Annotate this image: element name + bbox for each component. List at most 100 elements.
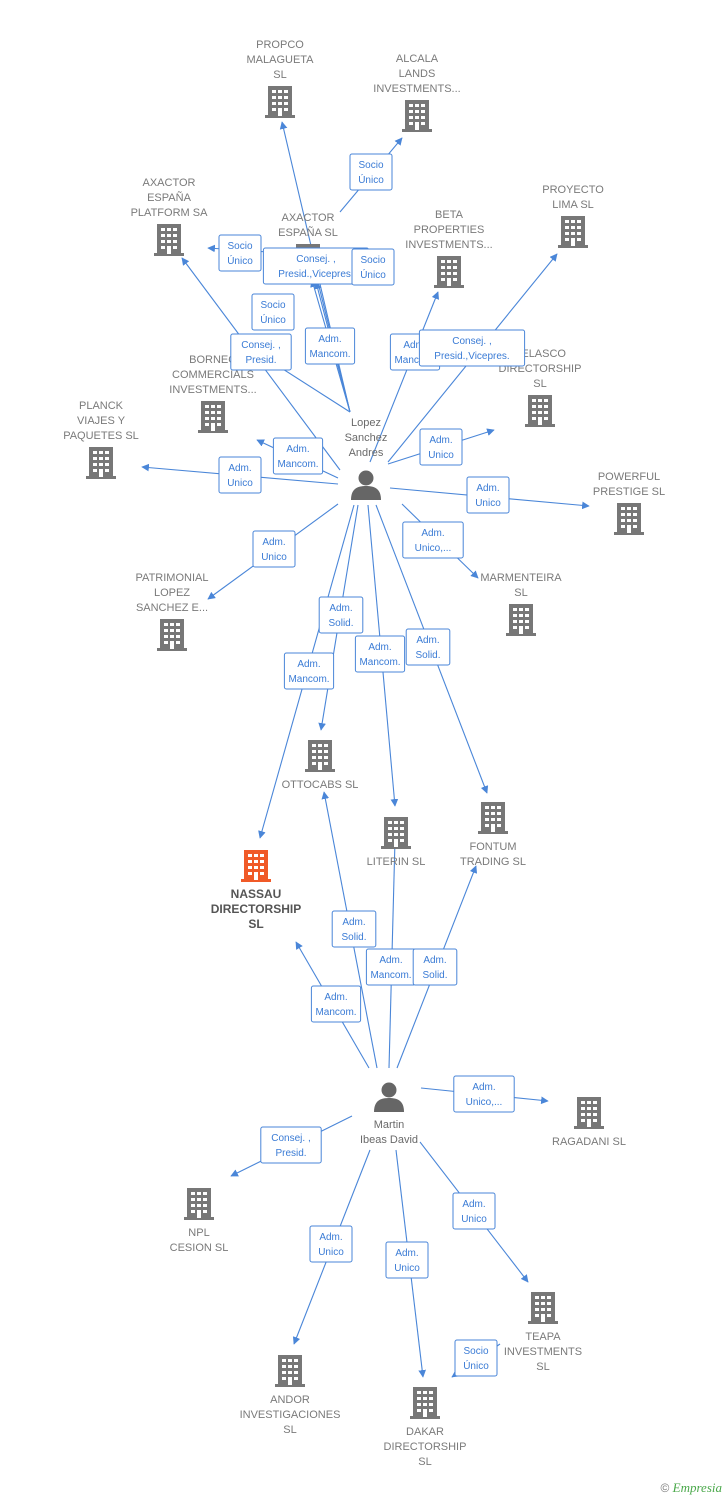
company-name-line[interactable]: SL	[514, 587, 527, 599]
building-icon[interactable]	[154, 224, 184, 256]
building-icon[interactable]	[275, 1355, 305, 1387]
company-name-line[interactable]: MARMENTEIRA	[480, 572, 562, 584]
role-label-box[interactable]	[466, 476, 510, 514]
company-name-line[interactable]: NASSAU	[231, 887, 282, 901]
role-label-box[interactable]	[351, 248, 395, 286]
role-label-box[interactable]	[354, 635, 406, 673]
company-name-line[interactable]: OTTOCABS SL	[282, 779, 359, 791]
building-icon[interactable]	[381, 817, 411, 849]
company-name-line[interactable]: AXACTOR	[282, 212, 335, 224]
role-label-box[interactable]	[318, 596, 364, 634]
role-label-martin-literin[interactable]: Adm.Mancom.	[365, 948, 417, 986]
role-label-lopez-powerful[interactable]: Adm.Unico	[466, 476, 510, 514]
company-name-line[interactable]: SL	[273, 69, 286, 81]
role-label-martin-teapa[interactable]: Adm.Unico	[452, 1192, 496, 1230]
person-icon[interactable]	[351, 470, 381, 501]
building-icon[interactable]	[198, 401, 228, 433]
company-name-line[interactable]: VIAJES Y	[77, 415, 126, 427]
company-name-line[interactable]: PROPERTIES	[414, 224, 485, 236]
company-name-line[interactable]: INVESTIGACIONES	[240, 1409, 341, 1421]
company-name-line[interactable]: SANCHEZ E...	[136, 602, 208, 614]
company-node-borneo[interactable]: BORNEOCOMMERCIALSINVESTMENTS...	[169, 354, 257, 433]
building-icon[interactable]	[434, 256, 464, 288]
company-name-line[interactable]: PLANCK	[79, 400, 124, 412]
role-label-box[interactable]	[304, 327, 356, 365]
company-name-line[interactable]: LITERIN SL	[367, 856, 426, 868]
role-label-martin-andor[interactable]: Adm.Unico	[309, 1225, 353, 1263]
footer-credit[interactable]: © Empresia	[660, 1480, 722, 1496]
company-name-line[interactable]: COMMERCIALS	[172, 369, 254, 381]
role-label-box[interactable]	[385, 1241, 429, 1279]
company-name-line[interactable]: RAGADANI SL	[552, 1136, 626, 1148]
company-node-ragadani[interactable]: RAGADANI SL	[552, 1097, 626, 1148]
company-node-beta[interactable]: BETAPROPERTIESINVESTMENTS...	[405, 209, 493, 288]
company-name-line[interactable]: DAKAR	[406, 1426, 444, 1438]
company-name-line[interactable]: SL	[418, 1456, 431, 1468]
building-icon[interactable]	[410, 1387, 440, 1419]
role-label-box[interactable]	[230, 333, 292, 371]
company-name-line[interactable]: DIRECTORSHIP	[211, 902, 301, 916]
building-icon[interactable]	[184, 1188, 214, 1220]
company-name-line[interactable]: MALAGUETA	[246, 54, 314, 66]
person-name-line[interactable]: Martin	[374, 1119, 405, 1131]
company-name-line[interactable]: CESION SL	[170, 1242, 229, 1254]
role-label-lopez-patrimonial[interactable]: Adm.Unico	[252, 530, 296, 568]
company-node-alcala[interactable]: ALCALALANDSINVESTMENTS...	[373, 53, 461, 132]
company-name-line[interactable]: PAQUETES SL	[63, 430, 139, 442]
company-name-line[interactable]: TEAPA	[525, 1331, 561, 1343]
person-name-line[interactable]: Andres	[349, 447, 384, 459]
role-label-box[interactable]	[260, 1126, 322, 1164]
role-label-lopez-velasco[interactable]: Adm.Unico	[419, 428, 463, 466]
building-icon[interactable]	[157, 619, 187, 651]
role-label-box[interactable]	[405, 628, 451, 666]
building-icon[interactable]	[528, 1292, 558, 1324]
company-name-line[interactable]: INVESTMENTS...	[373, 83, 460, 95]
company-node-ottocabs[interactable]: OTTOCABS SL	[282, 740, 359, 791]
building-icon[interactable]	[525, 395, 555, 427]
company-name-line[interactable]: AXACTOR	[143, 177, 196, 189]
company-name-line[interactable]: ALCALA	[396, 53, 439, 65]
role-label-box[interactable]	[454, 1339, 498, 1377]
building-icon[interactable]	[86, 447, 116, 479]
company-name-line[interactable]: LIMA SL	[552, 199, 594, 211]
role-label-lopez-literin[interactable]: Adm.Mancom.	[354, 635, 406, 673]
company-name-line[interactable]: VELASCO	[514, 348, 566, 360]
building-icon[interactable]	[478, 802, 508, 834]
company-name-line[interactable]: POWERFUL	[598, 471, 660, 483]
building-icon[interactable]	[506, 604, 536, 636]
role-label-box[interactable]	[402, 521, 464, 559]
company-node-marmenteira[interactable]: MARMENTEIRA SL	[480, 572, 562, 636]
role-label-lopez-nassau[interactable]: Adm.Mancom.	[283, 652, 335, 690]
role-label-box[interactable]	[252, 530, 296, 568]
role-label-lopez-axactor[interactable]: Adm.Mancom.	[304, 327, 356, 365]
role-label-box[interactable]	[349, 153, 393, 191]
building-icon[interactable]	[265, 86, 295, 118]
role-label-lopez-marmenteira[interactable]: Adm.Unico,...	[402, 521, 464, 559]
company-name-line[interactable]: BORNEO	[189, 354, 237, 366]
role-label-lopez-planck[interactable]: Adm.Unico	[218, 456, 262, 494]
person-icon[interactable]	[374, 1082, 404, 1113]
building-icon[interactable]	[574, 1097, 604, 1129]
company-name-line[interactable]: TRADING SL	[460, 856, 526, 868]
company-node-planck[interactable]: PLANCK VIAJES Y PAQUETES SL	[63, 400, 139, 479]
company-name-line[interactable]: PLATFORM SA	[131, 207, 208, 219]
company-name-line[interactable]: INVESTMENTS...	[405, 239, 492, 251]
role-label-martin-dakar[interactable]: Adm.Unico	[385, 1241, 429, 1279]
company-name-line[interactable]: SL	[283, 1424, 296, 1436]
building-icon[interactable]	[558, 216, 588, 248]
role-label-martin-npl[interactable]: Consej. ,Presid.	[260, 1126, 322, 1164]
